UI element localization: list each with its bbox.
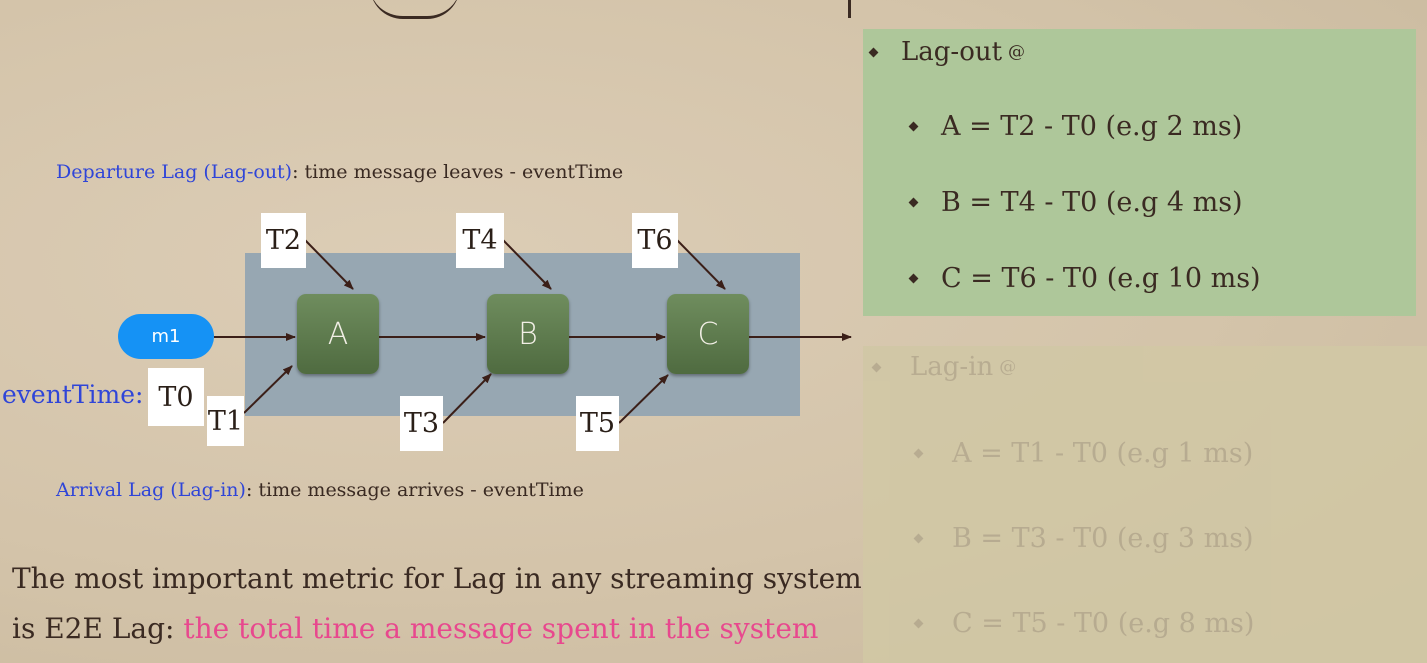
- arrow-t4-to-b: [502, 239, 552, 290]
- lag-in-heading-row: Lag-in @: [871, 352, 1017, 382]
- title-fragment: [848, 0, 851, 18]
- timestamp-t6: T6: [632, 213, 678, 268]
- lag-out-item-text: A = T2 - T0 (e.g 2 ms): [941, 111, 1243, 142]
- summary-line-2: is E2E Lag: the total time a message spe…: [12, 612, 818, 645]
- node-c: C: [667, 294, 749, 374]
- title-fragment: [370, 0, 460, 19]
- lag-in-item: C = T5 - T0 (e.g 8 ms): [913, 608, 1255, 639]
- at-symbol: @: [999, 357, 1017, 377]
- arrow-t5-to-c: [618, 374, 669, 424]
- lag-out-heading: Lag-out: [901, 37, 1003, 67]
- lag-in-item-text: B = T3 - T0 (e.g 3 ms): [952, 523, 1254, 554]
- lag-in-panel: Lag-in @ A = T1 - T0 (e.g 1 ms) B = T3 -…: [863, 346, 1427, 663]
- message-pill: m1: [118, 314, 214, 359]
- timestamp-t1: T1: [207, 396, 244, 446]
- lag-in-item: B = T3 - T0 (e.g 3 ms): [913, 523, 1254, 554]
- arrival-lag-term: Arrival Lag (Lag-in): [56, 479, 246, 501]
- arrow-t2-to-a: [304, 239, 354, 290]
- arrow-t6-to-c: [676, 239, 726, 290]
- timestamp-t5: T5: [576, 396, 619, 451]
- lag-out-heading-row: Lag-out @: [868, 37, 1026, 67]
- departure-lag-term: Departure Lag (Lag-out): [56, 161, 293, 183]
- summary-line-1: The most important metric for Lag in any…: [12, 562, 862, 595]
- node-a: A: [297, 294, 379, 374]
- arrow-t1-to-a: [243, 365, 293, 414]
- lag-out-item: C = T6 - T0 (e.g 10 ms): [908, 263, 1261, 294]
- arrival-lag-caption: Arrival Lag (Lag-in): time message arriv…: [56, 479, 584, 501]
- lag-out-item-text: C = T6 - T0 (e.g 10 ms): [941, 263, 1261, 294]
- lag-out-item-text: B = T4 - T0 (e.g 4 ms): [941, 187, 1243, 218]
- lag-out-item: A = T2 - T0 (e.g 2 ms): [908, 111, 1243, 142]
- timestamp-t3: T3: [400, 396, 443, 451]
- timestamp-t2: T2: [261, 213, 306, 268]
- timestamp-t4: T4: [456, 213, 504, 268]
- departure-lag-definition: : time message leaves - eventTime: [292, 161, 624, 183]
- summary-highlight: the total time a message spent in the sy…: [183, 612, 819, 645]
- arrow-t3-to-b: [442, 373, 492, 424]
- lag-out-item: B = T4 - T0 (e.g 4 ms): [908, 187, 1243, 218]
- arrival-lag-definition: : time message arrives - eventTime: [245, 479, 584, 501]
- lag-in-item-text: C = T5 - T0 (e.g 8 ms): [952, 608, 1255, 639]
- event-time-label: eventTime:: [2, 380, 144, 409]
- timestamp-t0: T0: [148, 368, 204, 426]
- at-symbol: @: [1008, 42, 1026, 62]
- node-b: B: [487, 294, 569, 374]
- lag-in-item: A = T1 - T0 (e.g 1 ms): [913, 438, 1254, 469]
- lag-in-item-text: A = T1 - T0 (e.g 1 ms): [952, 438, 1254, 469]
- lag-out-panel: Lag-out @ A = T2 - T0 (e.g 2 ms) B = T4 …: [863, 29, 1416, 316]
- summary-prefix: is E2E Lag:: [12, 612, 184, 645]
- lag-in-heading: Lag-in: [910, 352, 994, 382]
- departure-lag-caption: Departure Lag (Lag-out): time message le…: [56, 161, 623, 183]
